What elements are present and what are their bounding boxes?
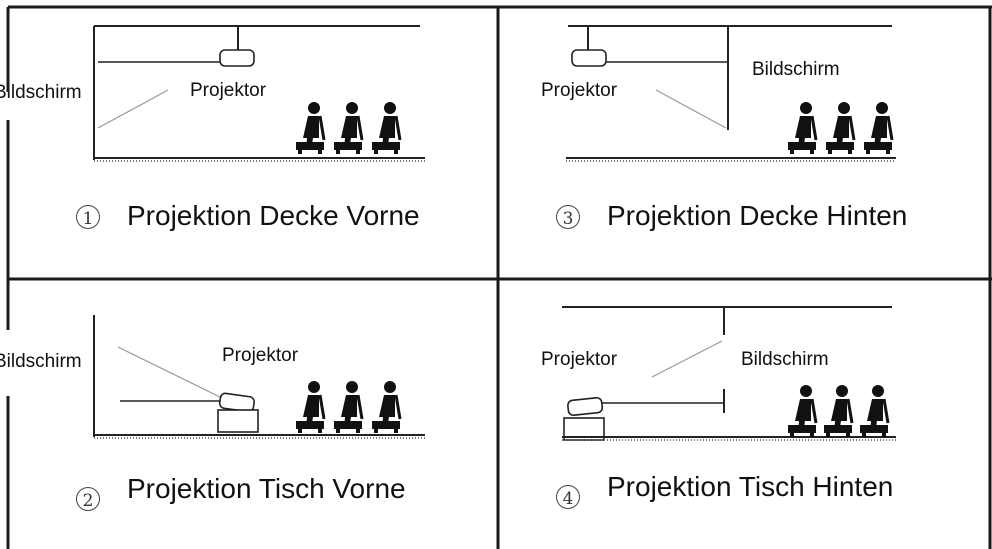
ceiling-front-illustration — [93, 25, 425, 162]
screen-label: Bildschirm — [752, 59, 840, 81]
table-front-illustration — [93, 315, 425, 439]
projector-shape — [571, 49, 607, 67]
audience-group — [296, 102, 402, 154]
person-icon — [864, 102, 894, 154]
screen-label: Bildschirm — [741, 349, 829, 371]
ceiling-rear-illustration — [566, 25, 896, 162]
beam-line-diagonal — [655, 89, 727, 129]
projector-label: Projektor — [190, 80, 267, 102]
panel-title: Projektion Decke Vorne — [127, 200, 420, 231]
projector-label: Projektor — [541, 349, 618, 371]
step-number-badge: 3 — [556, 205, 580, 229]
beam-line-diagonal — [97, 89, 169, 129]
person-icon — [788, 385, 818, 437]
screen-label: Bildschirm — [0, 80, 88, 118]
panel-table-rear: Projektor Bildschirm 4 Projektion Tisch … — [498, 279, 992, 549]
panel-table-front: Bildschirm Projektor 2 Projektion Tisch … — [0, 279, 498, 549]
table-shape — [217, 409, 259, 433]
panel-title: Projektion Tisch Hinten — [607, 471, 894, 502]
person-icon — [860, 385, 890, 437]
audience-group — [296, 381, 402, 433]
person-icon — [296, 102, 326, 154]
panel-title: Projektion Tisch Vorne — [127, 473, 406, 504]
panel-ceiling-front: Bildschirm Projektor 1 Projektion Decke … — [0, 0, 498, 279]
step-number-badge: 1 — [76, 205, 100, 229]
person-icon — [372, 102, 402, 154]
person-icon — [788, 102, 818, 154]
step-number-badge: 4 — [556, 485, 580, 509]
projector-label: Projektor — [222, 345, 299, 367]
projector-label: Projektor — [541, 80, 618, 102]
person-icon — [334, 381, 364, 433]
screen-label: Bildschirm — [0, 349, 88, 387]
person-icon — [296, 381, 326, 433]
person-icon — [824, 385, 854, 437]
person-icon — [826, 102, 856, 154]
beam-line-diagonal — [651, 340, 723, 378]
beam-line-diagonal — [117, 346, 221, 398]
audience-group — [788, 102, 894, 154]
person-icon — [372, 381, 402, 433]
audience-group — [788, 385, 890, 437]
projector-shape — [567, 396, 604, 417]
panel-ceiling-rear: Projektor Bildschirm 3 Projektion Decke … — [498, 0, 992, 279]
projector-shape — [219, 49, 255, 67]
person-icon — [334, 102, 364, 154]
panel-title: Projektion Decke Hinten — [607, 200, 908, 231]
table-rear-illustration — [562, 306, 896, 441]
step-number-badge: 2 — [76, 487, 100, 511]
